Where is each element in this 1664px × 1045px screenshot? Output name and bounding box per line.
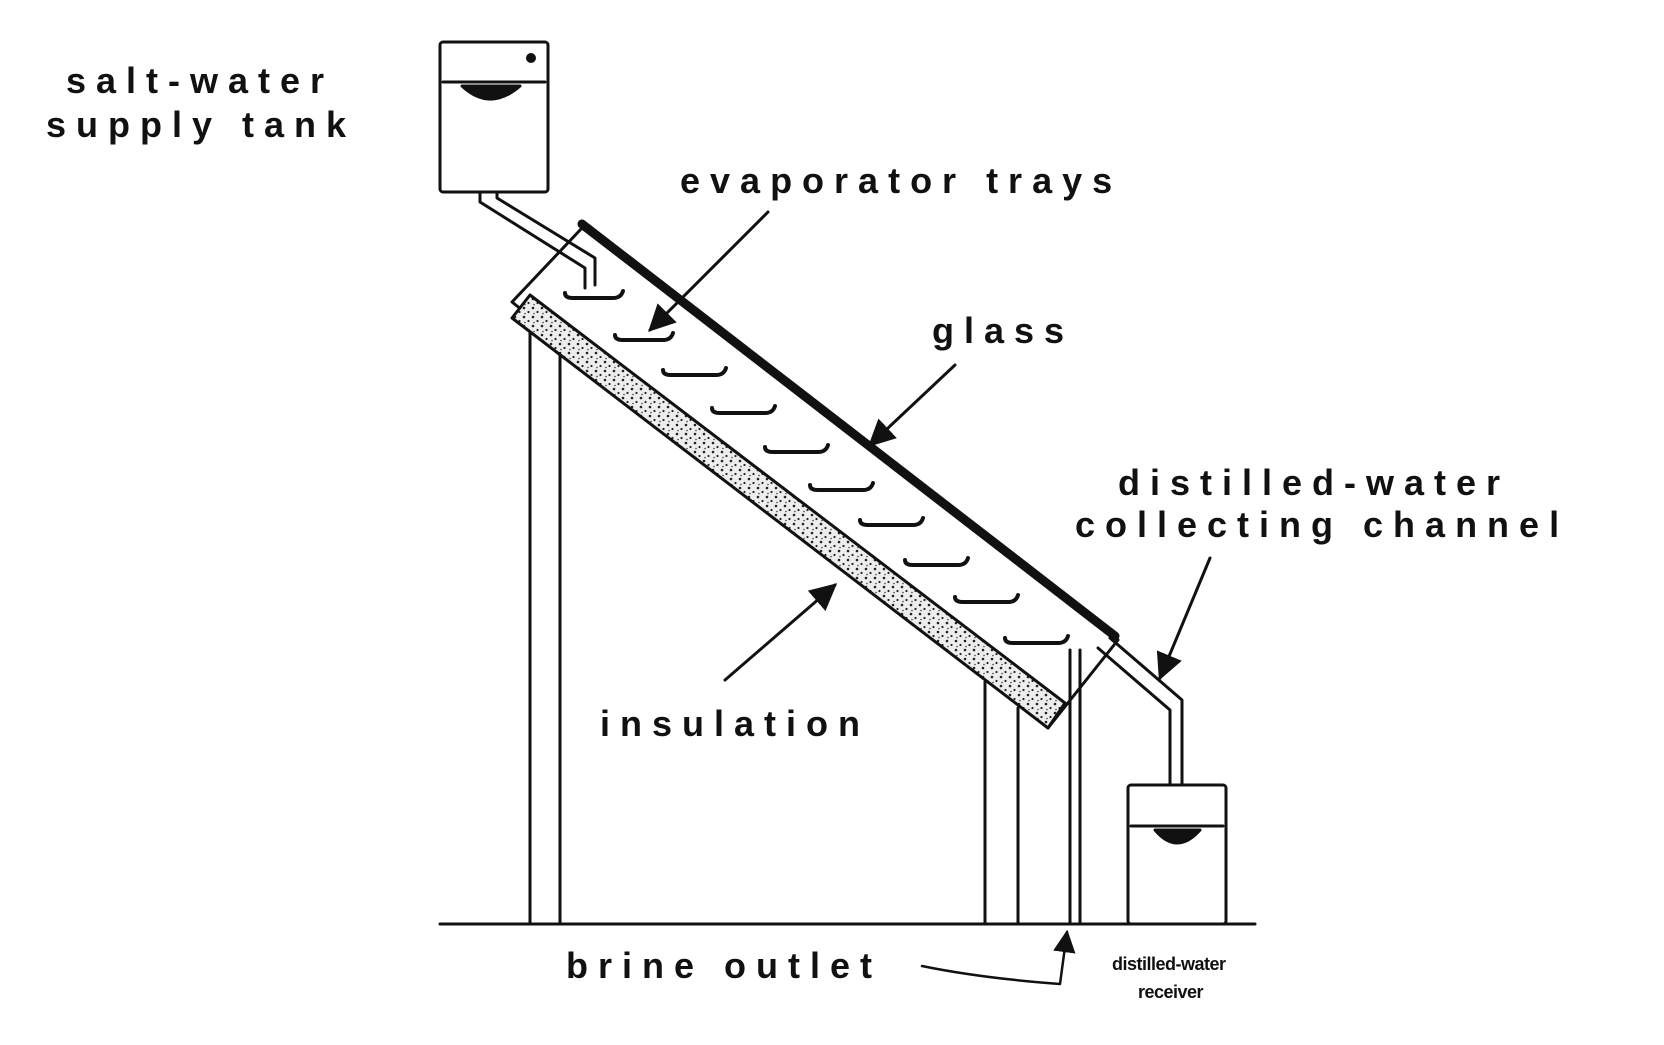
supports <box>528 328 1020 926</box>
collecting-channel-arrow <box>1156 556 1212 681</box>
collecting-channel-label-line2: collecting channel <box>1075 504 1569 545</box>
supply-tank-label-line2: supply tank <box>46 104 356 145</box>
supply-pipe <box>478 190 597 290</box>
receiver-label-line1: distilled-water <box>1112 954 1226 974</box>
insulation-layer <box>510 293 1067 730</box>
evaporator-trays-arrow <box>648 210 770 332</box>
brine-outlet-label: brine outlet <box>566 945 882 986</box>
evaporator-trays-label: evaporator trays <box>680 160 1122 201</box>
collecting-channel-label-line1: distilled-water <box>1118 462 1510 503</box>
glass-arrow <box>868 363 957 447</box>
glass-cover <box>577 219 1120 641</box>
still-body <box>510 226 1120 730</box>
brine-outlet-pipe <box>1068 648 1082 926</box>
evaporator-trays <box>563 289 1070 645</box>
insulation-arrow <box>723 583 838 682</box>
supply-tank-label-line1: salt-water <box>66 60 334 101</box>
insulation-label: insulation <box>600 703 870 744</box>
glass-label: glass <box>932 310 1074 351</box>
collecting-channel-pipe <box>1096 636 1184 787</box>
distilled-water-receiver <box>1126 783 1228 926</box>
receiver-label-line2: receiver <box>1138 982 1204 1002</box>
supply-tank <box>438 40 597 290</box>
brine-outlet-arrow <box>920 929 1076 986</box>
